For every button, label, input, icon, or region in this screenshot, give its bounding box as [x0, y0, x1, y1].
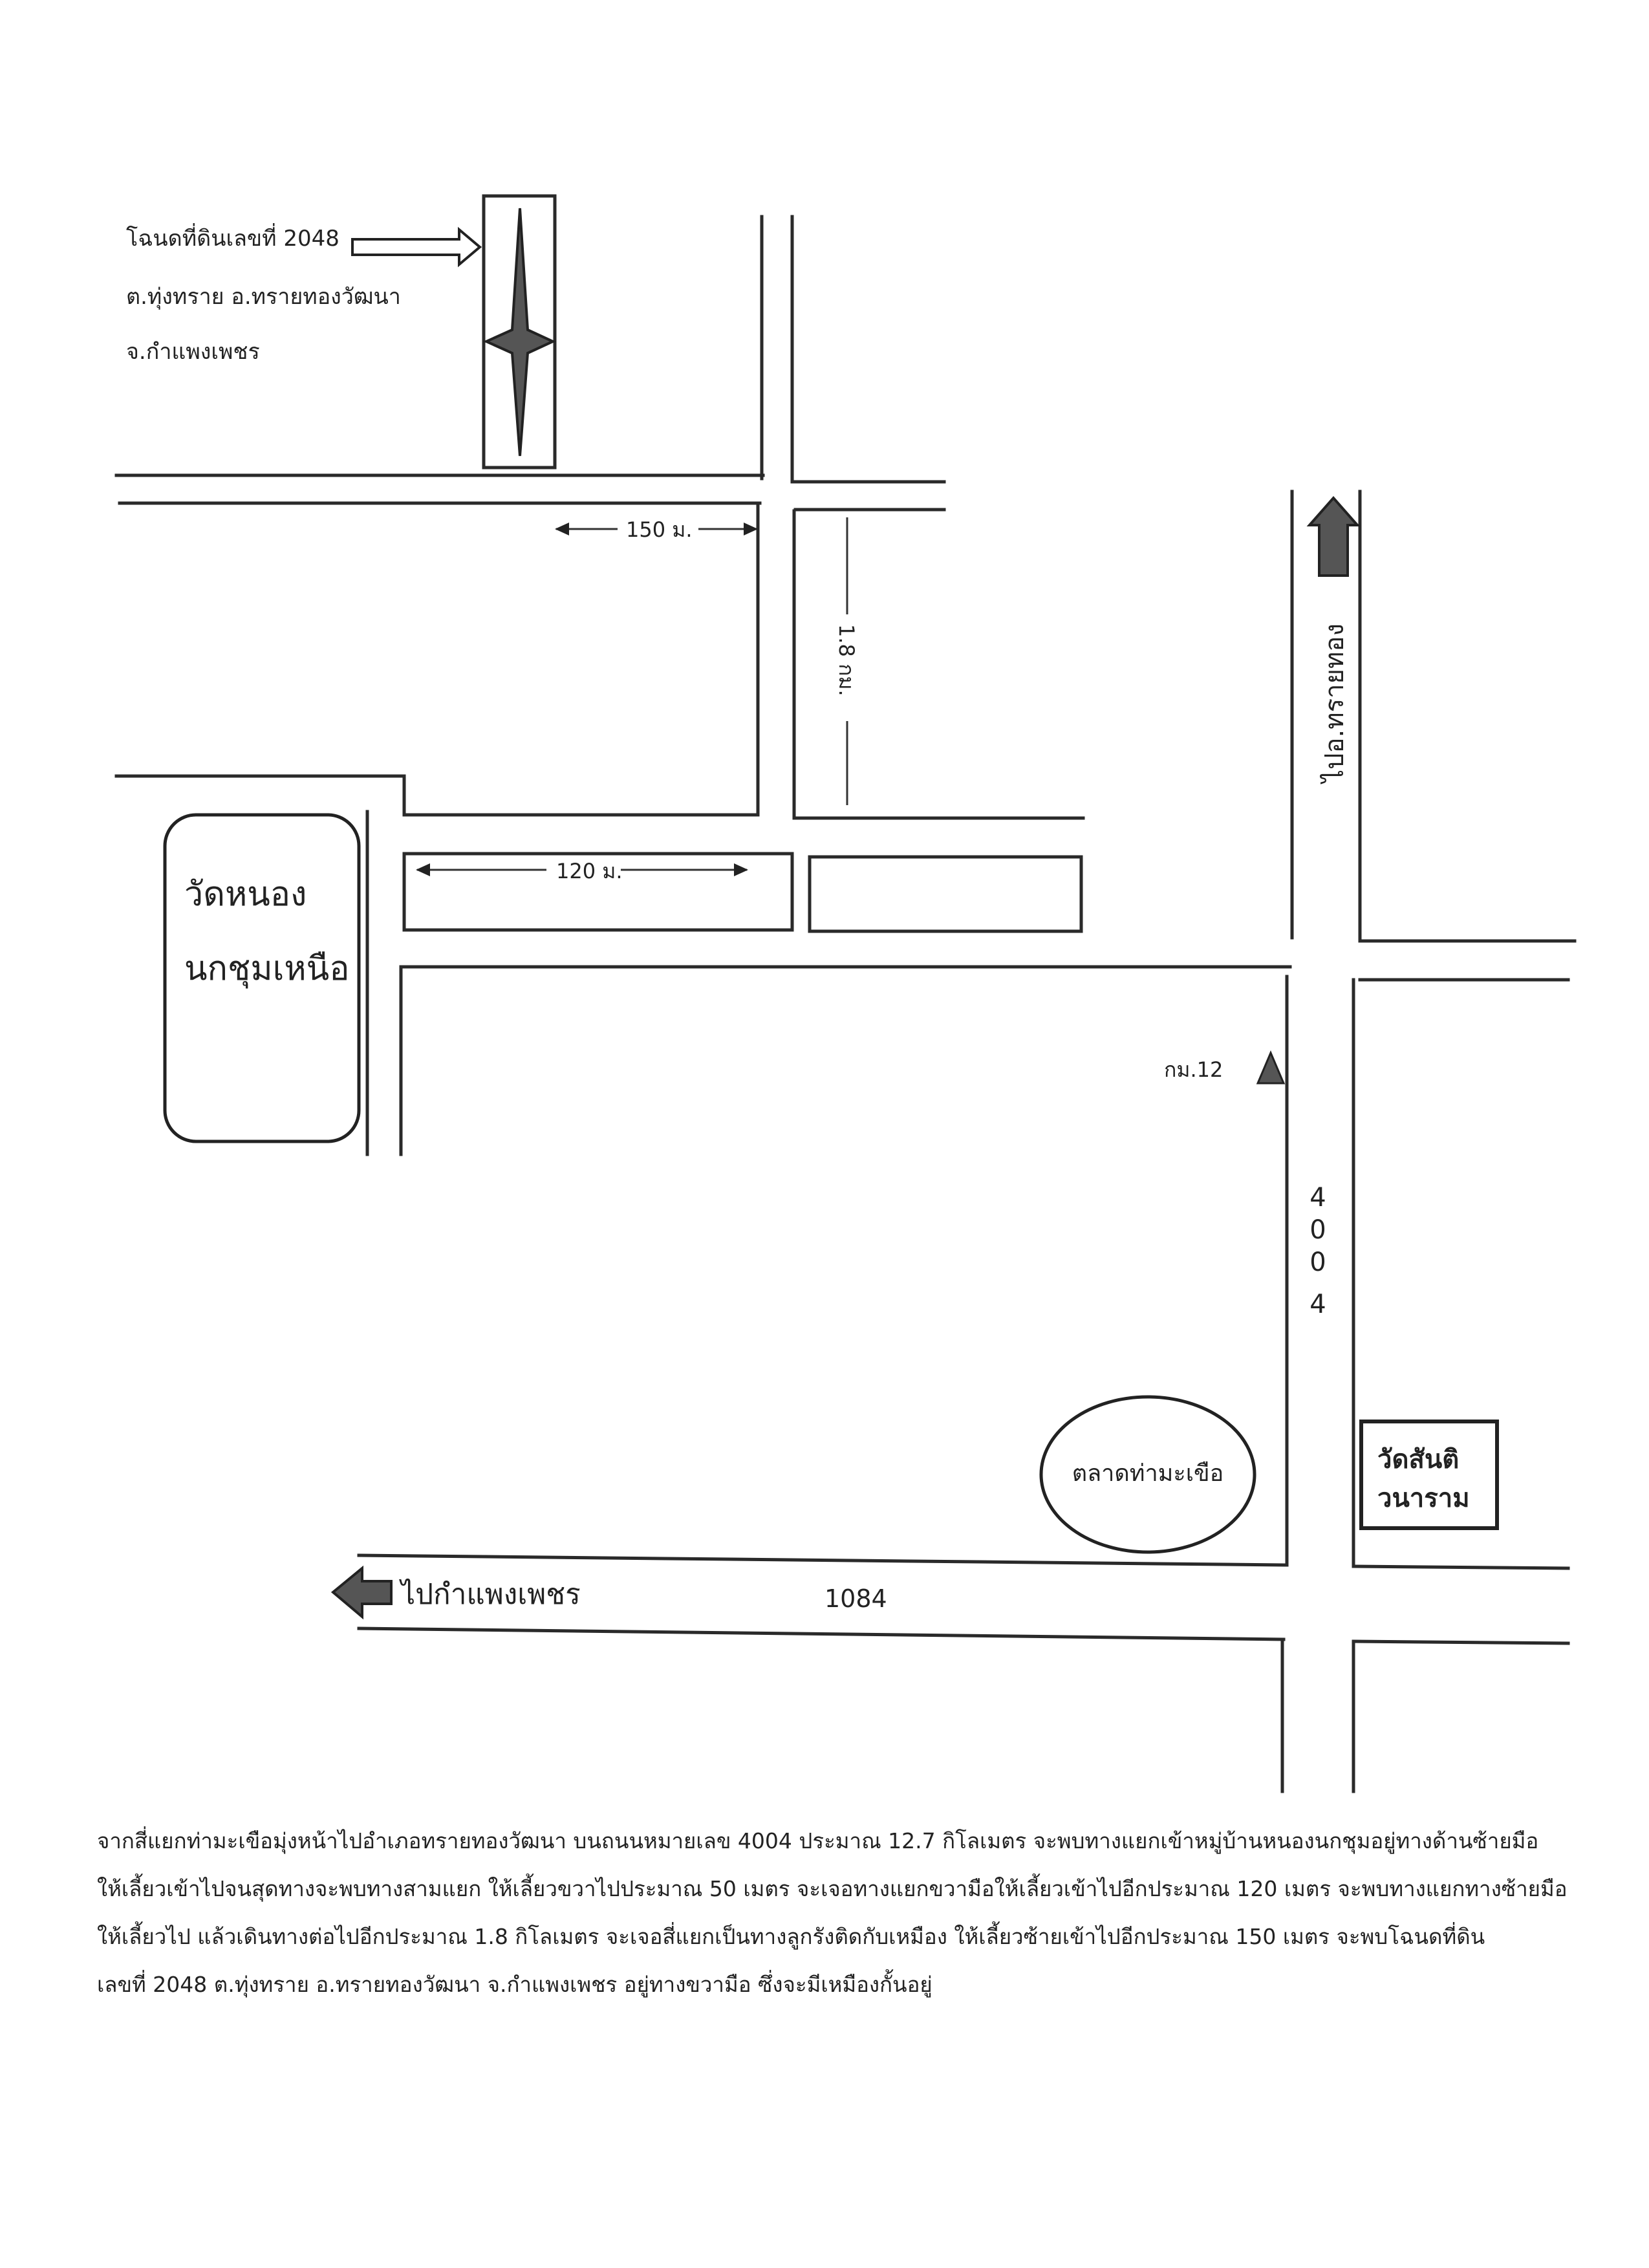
temple-santi-name-line1: วัดสันติ: [1377, 1445, 1459, 1474]
dim-120-left-arrowhead: [416, 863, 430, 876]
distance-1-8km-label: 1.8 กม.: [834, 624, 859, 697]
dim-120-right-arrowhead: [734, 863, 748, 876]
directions-line-3: ให้เลี้ยวไป แล้วเดินทางต่อไปอีกประมาณ 1.…: [97, 1924, 1485, 1949]
wat-santi-wanaram-block: [1359, 1420, 1499, 1530]
directions-paragraph: จากสี่แยกท่ามะเขือมุ่งหน้าไปอำเภอทรายทอง…: [97, 1817, 1568, 2009]
parcel-subdistrict-label: ต.ทุ่งทราย อ.ทรายทองวัฒนา: [126, 284, 401, 310]
right-arrow-icon: [351, 226, 482, 268]
market-name-label: ตลาดท่ามะเขือ: [1072, 1460, 1224, 1487]
dim-150-left-arrowhead: [555, 523, 569, 535]
road-1084-lower-edge-right: [1352, 1639, 1570, 1645]
up-arrow-icon: [1306, 495, 1361, 577]
road-median-right: [808, 855, 1083, 933]
dim-150-right-arrowhead: [744, 523, 758, 535]
road-1084-upper-edge-left: [357, 1553, 1286, 1567]
land-parcel-box: [482, 194, 557, 470]
to-sai-thong-label: ไปอ.ทรายทอง: [1320, 623, 1350, 784]
directions-line-4: เลขที่ 2048 ต.ทุ่งทราย อ.ทรายทองวัฒนา จ.…: [97, 1972, 932, 1997]
road-1084-lower-edge-left: [357, 1626, 1286, 1641]
distance-120m-label: 120 ม.: [556, 859, 623, 883]
to-kamphaeng-phet-label: ไปกำแพงเพชร: [399, 1578, 581, 1611]
wat-nong-nok-chum-nuea-block: [163, 813, 361, 1143]
road-4004-digit-2: 0: [1310, 1215, 1326, 1245]
road-4004-digit-4: 4: [1310, 1290, 1326, 1319]
temple-north-name-line1: วัดหนอง: [184, 875, 307, 914]
directions-line-2: ให้เลี้ยวเข้าไปจนสุดทางจะพบทางสามแยก ให้…: [97, 1876, 1568, 1901]
temple-north-name-line2: นกชุมเหนือ: [184, 949, 349, 989]
road-4004-digit-3: 0: [1310, 1247, 1326, 1277]
tha-makhuea-market-circle: [1039, 1395, 1256, 1554]
parcel-deed-label: โฉนดที่ดินเลขที่ 2048: [126, 223, 339, 252]
directions-line-1: จากสี่แยกท่ามะเขือมุ่งหน้าไปอำเภอทรายทอง…: [97, 1828, 1539, 1853]
parcel-province-label: จ.กำแพงเพชร: [126, 339, 260, 365]
distance-150m-label: 150 ม.: [626, 517, 693, 542]
road-4004-digit-1: 4: [1310, 1183, 1326, 1213]
road-median-left: [402, 852, 794, 932]
left-arrow-icon: [330, 1565, 393, 1620]
road-1084-upper-edge-right: [1352, 1564, 1570, 1570]
road-1084-label: 1084: [824, 1584, 887, 1613]
triangle-marker-icon: [1256, 1050, 1286, 1085]
temple-santi-name-line2: วนาราม: [1377, 1484, 1470, 1513]
north-pointer-icon: [483, 208, 556, 457]
km-12-label: กม.12: [1164, 1057, 1223, 1082]
